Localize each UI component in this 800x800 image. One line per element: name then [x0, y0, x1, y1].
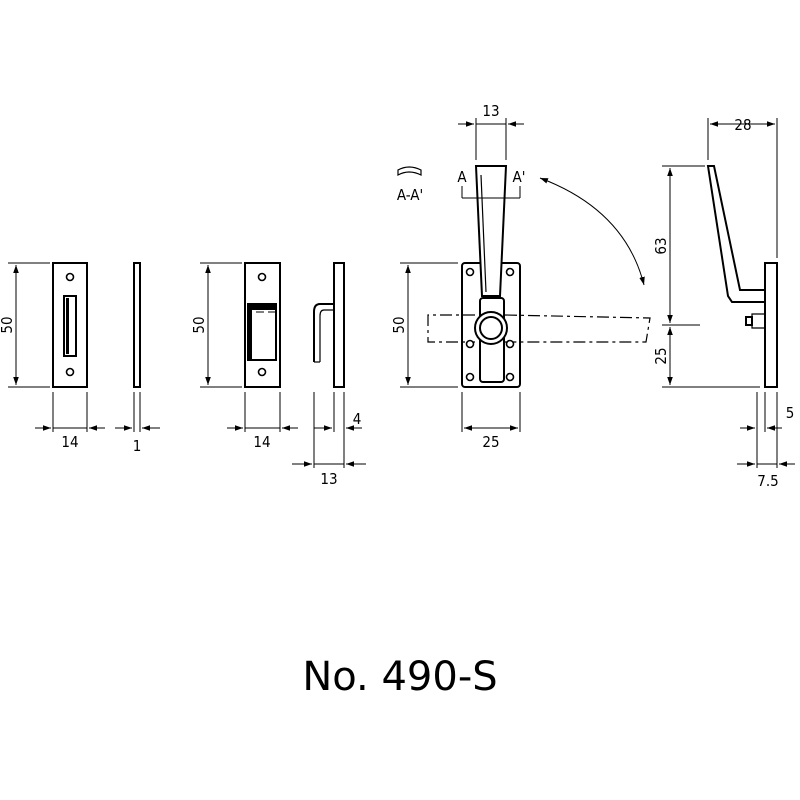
- dim-label-latch-handle-width: 13: [482, 102, 499, 120]
- product-title: No. 490-S: [302, 654, 497, 700]
- dim-label-side-total-width: 28: [734, 116, 751, 134]
- dim-label-side-lower-height: 25: [652, 347, 670, 364]
- section-markers: A A' A-A': [397, 166, 526, 204]
- strike-box-depth-dimensions: 4 13: [292, 392, 366, 488]
- dim-label-latch-base-height: 50: [390, 316, 408, 333]
- section-profile-glyph: [397, 166, 422, 177]
- strike-plate-side-view: [133, 262, 141, 388]
- latch-side-view: [706, 165, 778, 388]
- strike-plate-front-view: [52, 262, 88, 388]
- marker-a-prime: A': [513, 168, 526, 186]
- side-height-dimensions: 63 25: [652, 165, 760, 388]
- side-depth-dimensions: 5 7.5: [737, 392, 795, 490]
- dim-label-strike-box-depth-small: 4: [353, 410, 362, 428]
- strike-box-height-dimension: 50: [190, 262, 242, 388]
- dim-label-latch-base-width: 25: [482, 433, 499, 451]
- dim-label-strike-box-depth-total: 13: [320, 470, 337, 488]
- strike-plate-height-dimension: 50: [0, 262, 50, 388]
- latch-base-height-dimension: 50: [390, 262, 458, 388]
- strike-box-side-view: [313, 262, 345, 388]
- dim-label-strike-box-height: 50: [190, 316, 208, 333]
- dim-label-side-total: 7.5: [757, 472, 778, 490]
- dim-label-side-handle-height: 63: [652, 237, 670, 254]
- dim-label-strike-box-width: 14: [253, 433, 270, 451]
- latch-front-view: [427, 165, 651, 388]
- dim-label-strike-plate-thickness: 1: [133, 437, 142, 455]
- latch-base-width-dimension: 25: [461, 392, 521, 451]
- strike-box-width-dimension: 14: [227, 392, 298, 451]
- marker-a: A: [457, 168, 467, 186]
- section-label: A-A': [397, 186, 423, 204]
- strike-plate-thickness-dimension: 1: [115, 392, 160, 455]
- strike-box-front-view: [244, 262, 281, 388]
- dim-label-strike-plate-width: 14: [61, 433, 78, 451]
- strike-plate-width-dimension: 14: [35, 392, 105, 451]
- side-total-width-dimension: 28: [707, 116, 778, 258]
- dim-label-side-small: 5: [786, 404, 795, 422]
- latch-handle-width-dimension: 13: [458, 102, 524, 160]
- dim-label-strike-plate-height: 50: [0, 316, 16, 333]
